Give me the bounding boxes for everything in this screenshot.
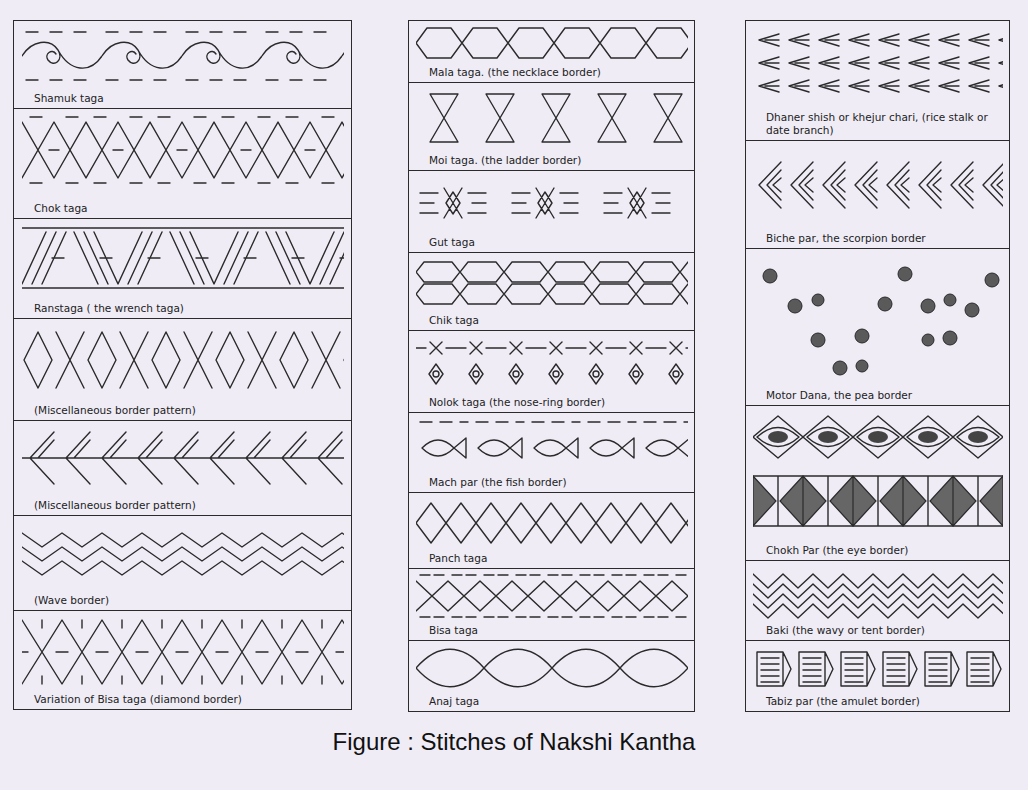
stitch-pattern	[416, 176, 688, 230]
stitch-label: Moi taga. (the ladder border)	[427, 154, 583, 167]
stitch-pattern	[416, 498, 688, 548]
stitch-panel: Anaj taga	[408, 640, 695, 712]
stitch-panel: Moi taga. (the ladder border)	[408, 82, 695, 171]
stitch-label: Baki (the wavy or tent border)	[764, 624, 927, 637]
stitch-panel: Mala taga. (the necklace border)	[408, 20, 695, 83]
stitch-pattern	[416, 258, 688, 308]
stitch-label: Chok taga	[32, 202, 89, 215]
stitch-panel: Mach par (the fish border)	[408, 412, 695, 493]
stitch-label: Bisa taga	[427, 624, 480, 637]
stitch-panel: Bisa taga	[408, 568, 695, 641]
stitch-pattern	[416, 88, 688, 148]
stitch-panel: (Miscellaneous border pattern)	[13, 420, 352, 516]
figure-caption: Figure : Stitches of Nakshi Kantha	[0, 728, 1028, 756]
stitch-label: Mala taga. (the necklace border)	[427, 66, 603, 79]
stitch-panel: Dhaner shish or khejur chari, (rice stal…	[745, 20, 1010, 141]
stitch-pattern	[22, 616, 344, 688]
stitch-pattern	[753, 646, 1003, 692]
stitch-panel: Chik taga	[408, 252, 695, 331]
stitch-label: Anaj taga	[427, 695, 481, 708]
stitch-panel: Nolok taga (the nose-ring border)	[408, 330, 695, 413]
pea-dots	[763, 267, 999, 375]
stitch-label: Mach par (the fish border)	[427, 476, 569, 489]
stitch-pattern	[753, 148, 1003, 222]
stitch-pattern	[416, 336, 688, 390]
stitch-pattern	[416, 25, 688, 61]
stitch-label: (Miscellaneous border pattern)	[32, 499, 198, 512]
stitch-label: Shamuk taga	[32, 92, 106, 105]
stitch-pattern	[22, 114, 344, 186]
stitch-pattern	[22, 426, 344, 490]
stitch-panel: (Miscellaneous border pattern)	[13, 318, 352, 421]
stitch-pattern	[22, 521, 344, 585]
stitch-pattern	[22, 26, 344, 86]
stitch-pattern	[416, 418, 688, 470]
stitch-panel: Motor Dana, the pea border	[745, 248, 1010, 406]
stitch-panel: Panch taga	[408, 492, 695, 569]
stitch-label: Dhaner shish or khejur chari, (rice stal…	[764, 111, 1003, 137]
stitch-label: (Wave border)	[32, 594, 111, 607]
stitch-pattern	[416, 645, 688, 691]
stitch-label: Nolok taga (the nose-ring border)	[427, 396, 607, 409]
stitch-pattern	[753, 470, 1003, 532]
stitch-label: (Miscellaneous border pattern)	[32, 404, 198, 417]
stitch-label: Chokh Par (the eye border)	[764, 544, 910, 557]
stitch-panel: Baki (the wavy or tent border)	[745, 560, 1010, 641]
stitch-label: Motor Dana, the pea border	[764, 389, 914, 402]
stitch-panel: Tabiz par (the amulet border)	[745, 640, 1010, 712]
stitch-panel: Chokh Par (the eye border)	[745, 405, 1010, 561]
stitch-pattern	[753, 28, 1003, 98]
stitch-label: Ranstaga ( the wrench taga)	[32, 302, 186, 315]
stitch-panel: Chok taga	[13, 108, 352, 219]
stitch-label: Gut taga	[427, 236, 477, 249]
stitch-pattern	[753, 412, 1003, 462]
stitch-pattern	[416, 573, 688, 619]
stitch-label: Biche par, the scorpion border	[764, 232, 928, 245]
stitch-panel: Variation of Bisa taga (diamond border)	[13, 610, 352, 710]
stitch-panel: (Wave border)	[13, 515, 352, 611]
stitch-panel: Ranstaga ( the wrench taga)	[13, 218, 352, 319]
stitch-pattern	[753, 566, 1003, 620]
stitch-panel: Biche par, the scorpion border	[745, 140, 1010, 249]
stitch-pattern	[22, 224, 344, 292]
stitch-label: Tabiz par (the amulet border)	[764, 695, 922, 708]
stitch-panel: Shamuk taga	[13, 20, 352, 109]
stitch-panel: Gut taga	[408, 170, 695, 253]
stitch-label: Variation of Bisa taga (diamond border)	[32, 693, 244, 706]
stitch-label: Chik taga	[427, 314, 481, 327]
stitch-pattern	[22, 324, 344, 396]
stitch-label: Panch taga	[427, 552, 489, 565]
